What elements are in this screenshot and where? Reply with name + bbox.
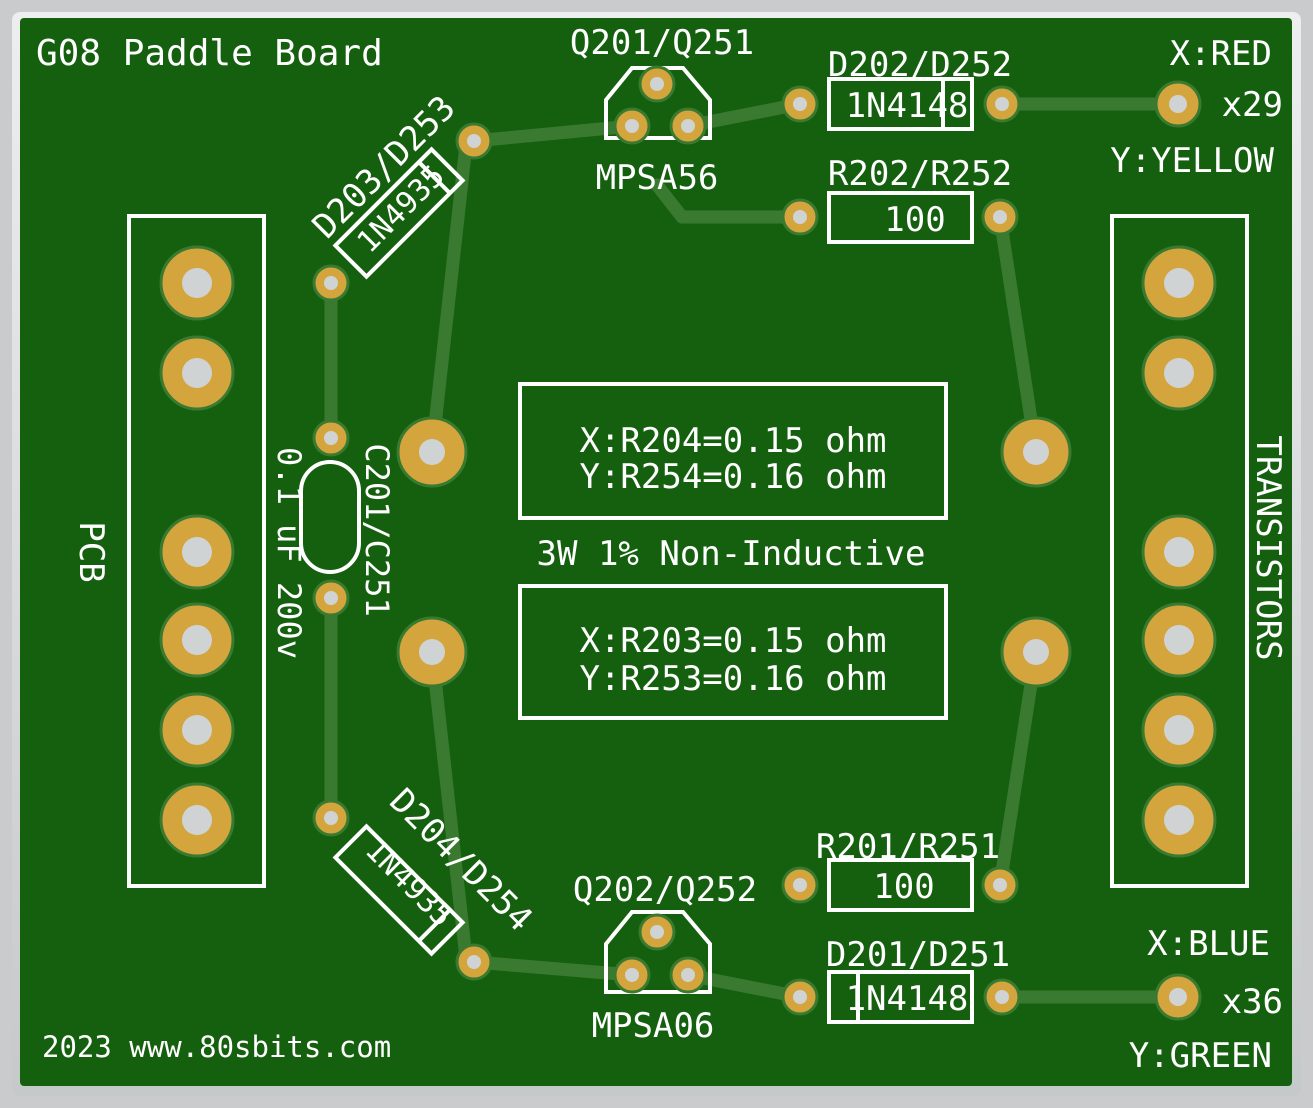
left-connector-label: PCB [71, 521, 111, 582]
d-top-right-pad-a [781, 85, 819, 123]
left-connector-pin-3 [159, 514, 235, 590]
resistor-lower-outline [518, 584, 948, 720]
wire-top-y: Y:YELLOW [1110, 141, 1274, 181]
wire-top-count: x29 [1222, 85, 1283, 125]
resistor-lower-line2: Y:R253=0.16 ohm [579, 659, 886, 699]
right-connector-pin-2 [1141, 335, 1217, 411]
r-top-value: 100 [884, 200, 945, 240]
r-top-pad-a [781, 198, 819, 236]
left-connector-pin-2 [159, 335, 235, 411]
right-connector-pin-4 [1141, 602, 1217, 678]
wire-bottom-count: x36 [1222, 982, 1283, 1022]
resistor-upper-line1: X:R204=0.15 ohm [579, 421, 886, 461]
resistor-upper-outline [518, 382, 948, 520]
diode-bottom-left-outline [332, 823, 466, 957]
resistor-lower-right-pad [1000, 616, 1072, 688]
q-top-pin-2 [613, 107, 651, 145]
wire-bottom-y: Y:GREEN [1129, 1036, 1272, 1076]
trace-d203-to-left-upper-pad [425, 138, 473, 459]
trace-left-lower-pad-to-d204 [425, 645, 473, 965]
right-connector-pin-3 [1141, 514, 1217, 590]
cap-outline [299, 460, 361, 574]
q-top-pin-3 [669, 107, 707, 145]
resistor-upper-right-pad [1000, 416, 1072, 488]
q-top-outline [604, 66, 712, 140]
q-bottom-pin-2 [613, 956, 651, 994]
right-connector-pin-1 [1141, 245, 1217, 321]
wire-top-x: X:RED [1170, 34, 1272, 74]
q-bottom-pin-3 [669, 956, 707, 994]
diode-bottom-right-outline [827, 970, 974, 1024]
silkscreen-outlines [127, 66, 1249, 1024]
cap-pad-top [312, 419, 350, 457]
copper-pads [159, 65, 1217, 1021]
diode-top-left-outline [332, 146, 466, 280]
trace-q201-to-d202 [681, 97, 807, 133]
resistor-lower-left-pad [396, 616, 468, 688]
cap-ref: C201/C251 [358, 443, 396, 616]
trace-r202-to-right-upper-pad [993, 210, 1043, 459]
q-top-value: MPSA56 [596, 158, 719, 198]
trace-q202-to-d201 [681, 968, 807, 1004]
wire-top-pad [1154, 80, 1202, 128]
left-connector-pin-4 [159, 602, 235, 678]
left-connector-pin-1 [159, 245, 235, 321]
left-connector-pin-5 [159, 692, 235, 768]
right-connector-pin-5 [1141, 692, 1217, 768]
d-top-left-pad-k [455, 122, 493, 160]
r-top-ref: R202/R252 [828, 154, 1012, 194]
d-top-left-pad-a [312, 264, 350, 302]
q-bottom-ref: Q202/Q252 [573, 870, 757, 910]
right-connector-outline [1110, 214, 1249, 888]
cap-pad-bottom [312, 579, 350, 617]
resistor-upper-left-pad [396, 416, 468, 488]
q-top-pin-1 [638, 65, 676, 103]
d-bottom-right-ref: D201/D251 [826, 935, 1010, 975]
trace-q201-to-r202 [650, 178, 807, 224]
silkscreen-text: G08 Paddle Board 2023 www.80sbits.com Q2… [36, 23, 1288, 1076]
d-bottom-right-pad-k [983, 978, 1021, 1016]
q-bottom-pin-1 [638, 913, 676, 951]
right-connector-pin-6 [1141, 782, 1217, 858]
r-bottom-pad-b [981, 866, 1019, 904]
wire-bottom-pad [1154, 973, 1202, 1021]
left-connector-pin-6 [159, 782, 235, 858]
d-bottom-right-value: 1N4148 [846, 979, 969, 1019]
wire-bottom-x: X:BLUE [1147, 924, 1270, 964]
resistor-spec: 3W 1% Non-Inductive [537, 534, 926, 574]
q-top-ref: Q201/Q251 [570, 23, 754, 63]
board-title: G08 Paddle Board [36, 33, 383, 74]
q-bottom-outline [604, 910, 712, 994]
trace-r201-to-right-lower-pad [993, 645, 1043, 892]
r-top-pad-b [981, 198, 1019, 236]
copper-traces [324, 97, 1185, 1004]
d-top-right-pad-k [983, 85, 1021, 123]
left-connector-outline [127, 214, 266, 888]
d-bottom-right-pad-a [781, 978, 819, 1016]
d-bottom-left-pad-a [312, 799, 350, 837]
resistor-upper-line2: Y:R254=0.16 ohm [579, 457, 886, 497]
q-bottom-value: MPSA06 [592, 1006, 715, 1046]
r-bottom-pad-a [781, 866, 819, 904]
footer-text: 2023 www.80sbits.com [42, 1030, 391, 1064]
r-bottom-value: 100 [873, 867, 934, 907]
diode-top-right-outline [827, 77, 974, 131]
d-bottom-left-pad-k [455, 943, 493, 981]
resistor-top-outline [827, 191, 974, 244]
d-top-right-value: 1N4148 [846, 86, 969, 126]
resistor-lower-line1: X:R203=0.15 ohm [579, 621, 886, 661]
resistor-bottom-outline [827, 858, 974, 912]
right-connector-label: TRANSISTORS [1248, 435, 1288, 660]
